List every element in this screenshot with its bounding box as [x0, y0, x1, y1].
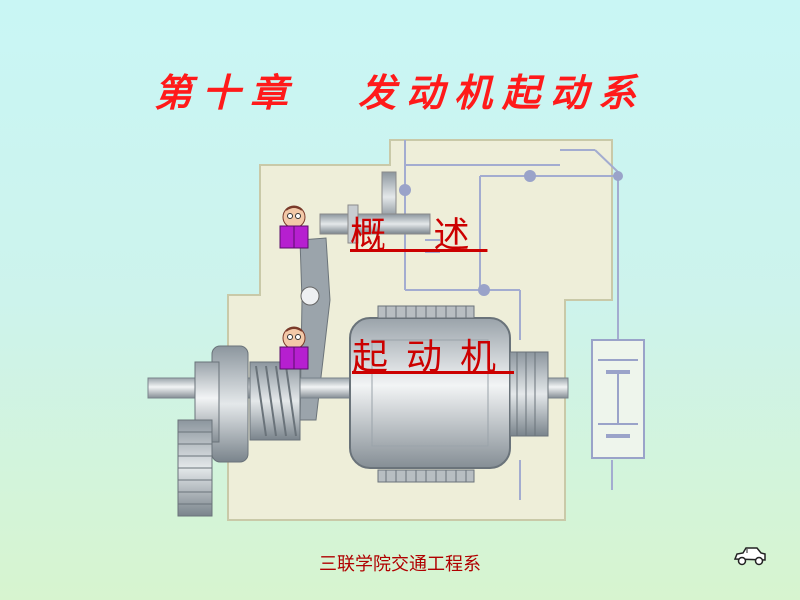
chapter-label: 第十章 [153, 70, 298, 115]
car-icon[interactable] [733, 545, 767, 567]
book-reader-icon[interactable] [276, 325, 312, 371]
menu-link-starter[interactable]: 起动机 [352, 337, 515, 378]
menu-link-overview[interactable]: 概 述 [350, 215, 488, 256]
slide-title: 第十章 发动机起动系 [0, 62, 800, 117]
footer-text: 三联学院交通工程系 [319, 554, 481, 575]
book-reader-icon[interactable] [276, 204, 312, 250]
chapter-subject: 发动机起动系 [358, 70, 647, 115]
